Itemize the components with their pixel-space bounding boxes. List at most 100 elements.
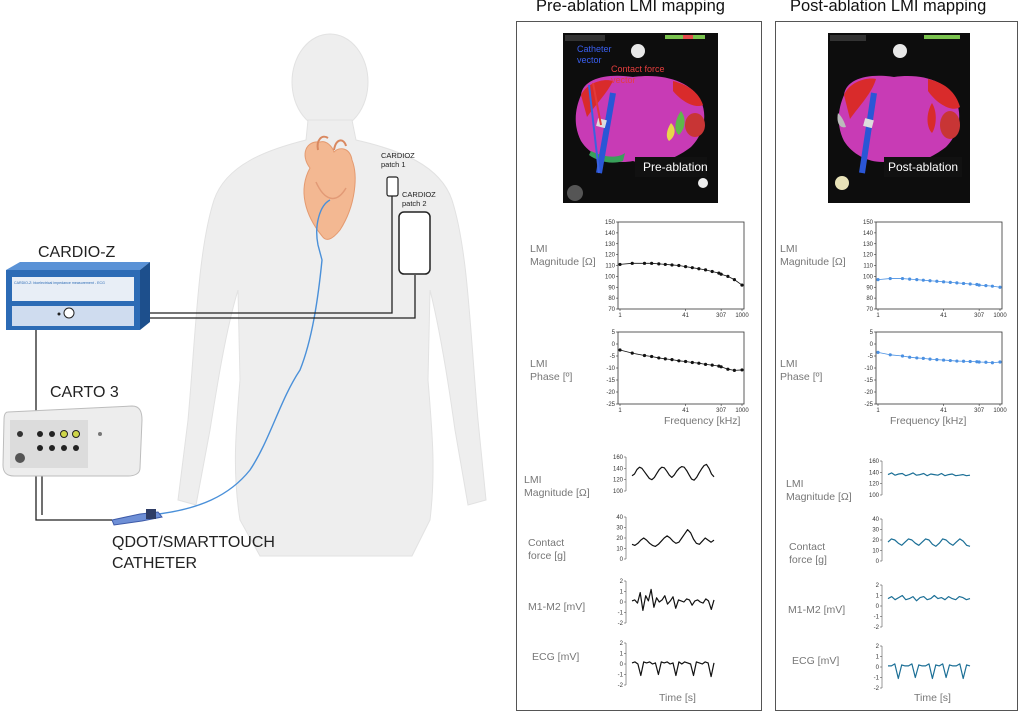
post-lmi-mag-label-1: LMI [780, 243, 798, 255]
post-ts-cf-label: Contact force [g] [789, 541, 827, 567]
cardio-z-device [6, 262, 150, 330]
data-point [670, 263, 674, 267]
y-tick-label: 90 [866, 285, 873, 291]
data-point [941, 358, 946, 362]
y-tick-label: 1 [876, 655, 880, 661]
y-tick-label: 40 [616, 515, 623, 521]
y-tick-label: 30 [872, 528, 879, 534]
y-tick-label: 90 [608, 285, 615, 291]
post-ts-cf-label-1: Contact [789, 541, 826, 553]
x-tick-label: 41 [682, 408, 689, 414]
y-tick-label: -1 [874, 676, 880, 682]
data-point [657, 262, 661, 266]
data-point [677, 359, 681, 363]
series-line [887, 594, 971, 602]
data-point [888, 276, 892, 281]
y-tick-label: 130 [605, 242, 616, 248]
post-ablation-map [828, 33, 970, 203]
data-point [663, 262, 667, 267]
data-point [961, 359, 966, 363]
y-tick-label: -2 [618, 683, 624, 689]
series-line [887, 472, 971, 477]
patch-1 [386, 176, 399, 197]
pre-state-label: Pre-ablation [643, 160, 708, 174]
y-tick-label: 0 [620, 662, 624, 668]
body-silhouette [177, 33, 487, 557]
y-tick-label: -2 [618, 621, 624, 627]
y-tick-label: 20 [616, 536, 623, 542]
data-point [677, 263, 681, 268]
pre-lmi-mag-label: LMI Magnitude [Ω] [530, 243, 596, 269]
data-point [915, 278, 919, 282]
patch-1-label-line2: patch 1 [381, 160, 406, 169]
series-line [631, 661, 715, 678]
catheter-wire [149, 199, 331, 516]
x-tick-label: 307 [716, 313, 727, 319]
data-point [726, 367, 730, 371]
data-point [984, 284, 988, 288]
post-lmi-mag-label: LMI Magnitude [Ω] [780, 243, 846, 269]
data-point [683, 359, 688, 364]
post-lmi-phase-label: LMI Phase [º] [780, 358, 822, 384]
data-point [697, 361, 701, 365]
data-point [990, 361, 994, 365]
data-point [732, 278, 736, 282]
data-point [955, 359, 959, 363]
y-tick-label: 100 [869, 493, 880, 499]
y-tick-label: 150 [863, 220, 874, 226]
data-point [876, 278, 880, 282]
y-tick-label: -1 [618, 673, 624, 679]
cable-patch-1 [70, 195, 393, 314]
x-tick-label: 307 [974, 408, 985, 414]
y-tick-label: 20 [872, 538, 879, 544]
y-tick-label: -15 [606, 378, 615, 384]
y-tick-label: 2 [620, 641, 624, 647]
y-tick-label: 110 [863, 264, 873, 270]
y-tick-label: 120 [613, 478, 624, 484]
heart-icon [303, 135, 356, 240]
y-tick-label: 120 [863, 253, 874, 259]
data-point [888, 353, 892, 357]
x-tick-label: 1000 [993, 313, 1007, 319]
y-tick-label: 160 [869, 459, 880, 465]
data-point [690, 266, 694, 270]
pre-ts-mag-label-1: LMI [524, 474, 542, 486]
data-point [915, 356, 919, 360]
setup-illustration: CARDIO-Z: bioelectrical impedance measur… [2, 33, 487, 557]
y-tick-label: 80 [866, 296, 873, 302]
y-tick-label: 30 [616, 526, 623, 532]
y-tick-label: 0 [612, 342, 616, 348]
cable-patch-2 [70, 275, 416, 319]
pre-freq-xlabel: Frequency [kHz] [664, 415, 741, 427]
catheter-handle-icon [111, 509, 163, 526]
patch-1-label: CARDIOZ patch 1 [381, 151, 415, 169]
data-point [650, 261, 654, 265]
data-point [657, 356, 661, 360]
data-point [719, 365, 723, 369]
y-tick-label: -10 [864, 366, 873, 372]
data-point [908, 355, 912, 359]
y-tick-label: 100 [613, 489, 624, 495]
data-point [935, 358, 939, 362]
y-tick-label: 140 [613, 466, 624, 472]
y-tick-label: 120 [605, 253, 616, 259]
y-tick-label: 100 [863, 274, 874, 280]
data-point [977, 360, 981, 364]
y-tick-label: 10 [872, 549, 879, 555]
data-point [998, 285, 1002, 289]
y-tick-label: 100 [605, 274, 616, 280]
y-tick-label: -10 [606, 366, 615, 372]
y-tick-label: 70 [608, 307, 615, 313]
post-ts-mag-label-2: Magnitude [Ω] [786, 491, 852, 503]
x-tick-label: 1000 [735, 408, 749, 414]
post-lmi-phase-label-1: LMI [780, 358, 798, 370]
series-line [631, 588, 715, 612]
patch-2-label-line2: patch 2 [402, 199, 427, 208]
